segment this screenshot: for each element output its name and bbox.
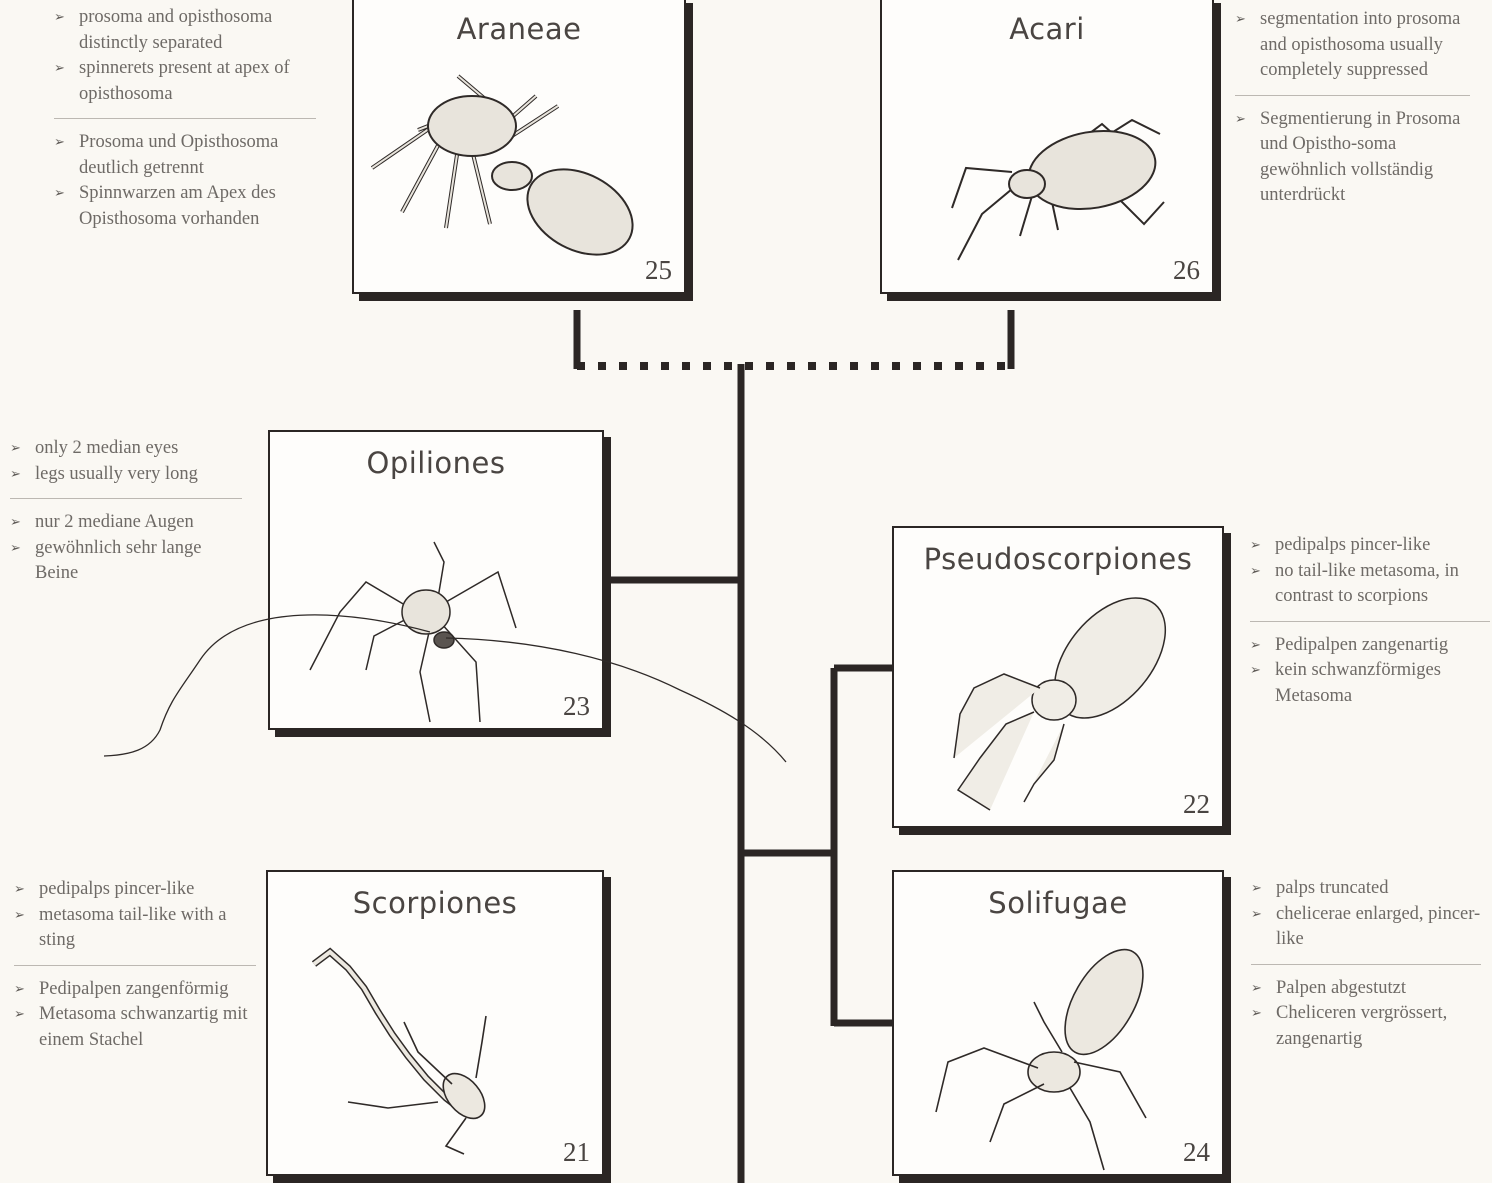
note-item: no tail-like metasoma, in contrast to sc… (1250, 559, 1490, 610)
pseudoscorpion-illustration (894, 528, 1222, 826)
taxon-number: 21 (563, 1137, 590, 1168)
note-item: kein schwanzförmiges Metasoma (1250, 658, 1490, 709)
note-item: Segmentierung in Prosoma und Opistho-som… (1235, 107, 1470, 209)
note-item: metasoma tail-like with a sting (14, 903, 256, 954)
note-item: Spinnwarzen am Apex des Opisthosoma vorh… (54, 181, 316, 232)
solifuge-illustration (894, 872, 1222, 1174)
acari-notes: segmentation into prosoma and opisthosom… (1235, 7, 1470, 209)
divider (10, 498, 242, 499)
note-item: chelicerae enlarged, pincer-like (1251, 902, 1481, 953)
note-item: prosoma and opisthosoma distinctly separ… (54, 5, 316, 56)
note-item: legs usually very long (10, 462, 242, 488)
opiliones-notes: only 2 median eyes legs usually very lon… (10, 436, 242, 587)
divider (54, 118, 316, 119)
note-item: Pedipalpen zangenartig (1250, 633, 1490, 659)
scorpiones-notes: pedipalps pincer-like metasoma tail-like… (14, 877, 256, 1053)
note-item: pedipalps pincer-like (14, 877, 256, 903)
taxon-number: 24 (1183, 1137, 1210, 1168)
note-item: Metasoma schwanzartig mit einem Stachel (14, 1002, 256, 1053)
solifugae-notes: palps truncated chelicerae enlarged, pin… (1251, 876, 1481, 1052)
divider (1235, 95, 1470, 96)
araneae-notes: prosoma and opisthosoma distinctly separ… (54, 5, 316, 232)
taxon-card-scorpiones: Scorpiones 21 (266, 870, 604, 1176)
divider (14, 965, 256, 966)
note-item: pedipalps pincer-like (1250, 533, 1490, 559)
note-item: Cheliceren vergrössert, zangenartig (1251, 1001, 1481, 1052)
note-item: Pedipalpen zangenförmig (14, 977, 256, 1003)
scorpion-illustration (268, 872, 602, 1174)
taxon-card-pseudoscorpiones: Pseudoscorpiones 22 (892, 526, 1224, 828)
note-item: segmentation into prosoma and opisthosom… (1235, 7, 1470, 84)
note-item: only 2 median eyes (10, 436, 242, 462)
taxon-number: 22 (1183, 789, 1210, 820)
note-item: spinnerets present at apex of opisthosom… (54, 56, 316, 107)
note-item: nur 2 mediane Augen (10, 510, 242, 536)
note-item: Palpen abgestutzt (1251, 976, 1481, 1002)
taxon-card-solifugae: Solifugae 24 (892, 870, 1224, 1176)
note-item: Prosoma und Opisthosoma deutlich getrenn… (54, 130, 316, 181)
note-item: gewöhnlich sehr lange Beine (10, 536, 242, 587)
note-item: palps truncated (1251, 876, 1481, 902)
pseudoscorpiones-notes: pedipalps pincer-like no tail-like metas… (1250, 533, 1490, 709)
divider (1250, 621, 1490, 622)
divider (1251, 964, 1481, 965)
